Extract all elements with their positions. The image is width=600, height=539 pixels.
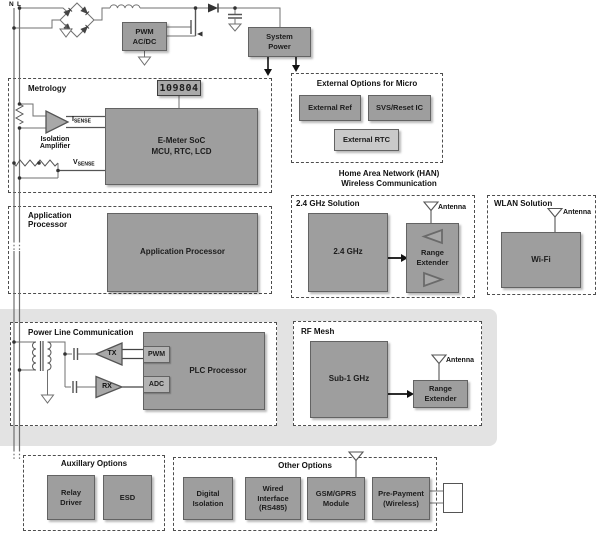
adc-port-block: ADC: [143, 376, 170, 393]
diode-icon: [208, 3, 219, 13]
capacitor-icon: [228, 8, 242, 24]
plc-processor-block: PLC Processor: [143, 332, 265, 410]
sub1ghz-radio-block: Sub-1 GHz: [310, 341, 388, 418]
rx-label: RX: [102, 383, 112, 390]
ground-icon: [227, 23, 243, 32]
plc-section-title: Power Line Communication: [28, 328, 134, 337]
rfmesh-range-extender-block: Range Extender: [413, 380, 468, 408]
rail-l-label: L: [17, 1, 21, 8]
han-title-line2: Wireless Communication: [341, 179, 437, 188]
metrology-section-title: Metrology: [28, 84, 67, 93]
system-power-arrows: [264, 57, 300, 76]
rail-n-label: N: [9, 1, 14, 8]
rf-mesh-section-title: RF Mesh: [301, 327, 335, 336]
antenna-label: Antenna: [563, 209, 591, 216]
ground-icon: [137, 51, 152, 66]
lcd-display: 109804: [157, 80, 201, 96]
prepayment-connector-wires: [430, 490, 443, 504]
external-options-title: External Options for Micro: [316, 79, 418, 88]
antenna-icon: [347, 451, 365, 477]
isense-label: ISENSE: [72, 116, 91, 125]
isolation-amplifier-icon: [45, 109, 70, 135]
ground-icon: [59, 24, 73, 38]
amplifier-left-icon: [420, 228, 443, 245]
tx-amplifier-icon: [94, 342, 123, 366]
wlan-solution-section: [487, 195, 596, 295]
capacitor-icon: [72, 348, 79, 393]
antenna-icon: [430, 354, 448, 380]
mains-rails: [13, 8, 21, 461]
metrology-section: [8, 78, 272, 193]
pwm-port-block: PWM: [143, 346, 170, 363]
shunt-resistor-icon: [14, 103, 25, 125]
ghz24-solution-section: [291, 195, 475, 298]
external-ref-block: External Ref: [299, 95, 361, 121]
pwm-acdc-block: PWM AC/DC: [122, 22, 167, 51]
prepayment-card-connector: [443, 483, 463, 513]
external-options-section: [291, 73, 443, 163]
antenna-label: Antenna: [438, 204, 466, 211]
emeter-soc-block: E-Meter SoC MCU, RTC, LCD: [105, 108, 258, 185]
mosfet-icon: [167, 8, 203, 37]
wired-interface-block: Wired Interface (RS485): [245, 477, 301, 520]
plc-wires: [14, 341, 143, 395]
system-power-block: System Power: [248, 27, 311, 57]
junction-dots: [12, 6, 237, 372]
transformer-icon: [32, 341, 52, 371]
esd-block: ESD: [103, 475, 152, 520]
other-options-title: Other Options: [278, 461, 332, 470]
digital-isolation-block: Digital Isolation: [183, 477, 233, 520]
radio-to-extender-arrows: [388, 254, 414, 398]
ghz24-radio-block: 2.4 GHz: [308, 213, 388, 292]
auxiliary-options-section: [23, 455, 165, 531]
wifi-block: Wi-Fi: [501, 232, 581, 288]
amplifier-right-icon: [422, 271, 445, 288]
auxiliary-options-title: Auxillary Options: [60, 459, 128, 468]
antenna-label: Antenna: [446, 357, 474, 364]
ground-icon: [40, 394, 55, 404]
han-title-line1: Home Area Network (HAN): [338, 169, 440, 178]
prepayment-block: Pre-Payment (Wireless): [372, 477, 430, 520]
vsense-label: VSENSE: [73, 159, 95, 168]
rx-amplifier-icon: [95, 375, 124, 399]
voltage-divider-icon: [13, 159, 59, 167]
gsm-gprs-block: GSM/GPRS Module: [307, 477, 365, 520]
other-options-section: [173, 457, 437, 531]
tx-label: TX: [107, 350, 117, 357]
isense-wires: [19, 96, 180, 129]
application-processor-block: Application Processor: [107, 213, 258, 292]
antenna-icon: [422, 201, 440, 223]
wlan-section-title: WLAN Solution: [494, 199, 553, 208]
isolation-amplifier-label: Isolation Amplifier: [39, 136, 71, 150]
antenna-icon: [546, 207, 564, 232]
range-extender-block: Range Extender: [406, 223, 459, 293]
application-processor-section: [8, 206, 272, 294]
application-processor-section-label: Application Processor: [28, 211, 72, 229]
external-rtc-block: External RTC: [334, 129, 399, 151]
svs-reset-block: SVS/Reset IC: [368, 95, 431, 121]
relay-driver-block: Relay Driver: [47, 475, 95, 520]
inductor-icon: [109, 4, 141, 9]
ghz24-section-title: 2.4 GHz Solution: [296, 199, 360, 208]
